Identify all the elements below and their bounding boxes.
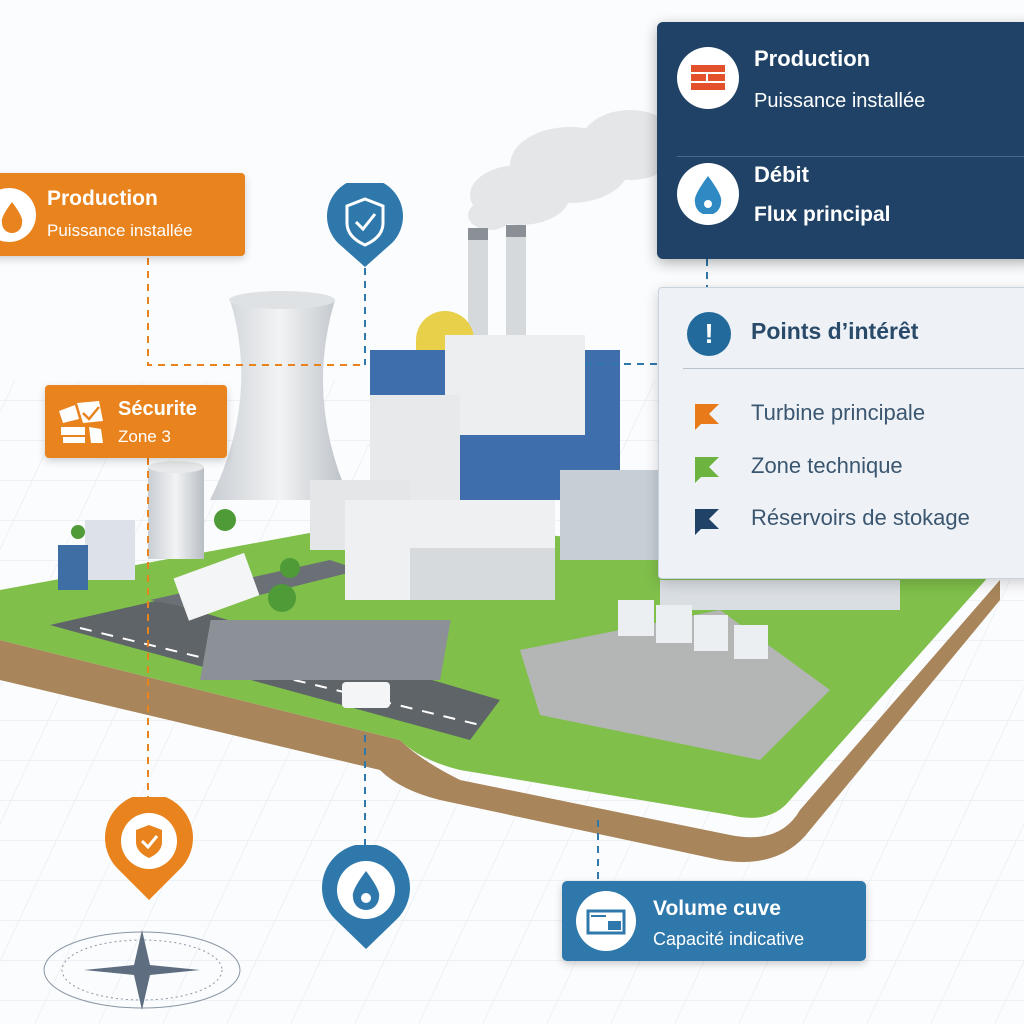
callout-subtitle: Puissance installée: [47, 221, 193, 240]
divider: [677, 156, 1024, 157]
chimney: [506, 225, 526, 345]
smoke: [468, 110, 680, 230]
chimney: [468, 228, 488, 348]
storage-tank: [148, 467, 204, 559]
callout-subtitle: Zone 3: [118, 427, 171, 446]
security-shield-pin[interactable]: [326, 183, 404, 269]
divider: [683, 368, 1024, 369]
shield-check-icon: [136, 825, 162, 858]
tank-gauge-icon: [576, 891, 636, 951]
alert-icon: !: [687, 312, 731, 356]
water-drop-pin[interactable]: [321, 845, 411, 951]
van: [342, 682, 390, 708]
callout-subtitle: Capacité indicative: [653, 929, 805, 949]
callout-title: Volume cuve: [653, 897, 781, 920]
poi-label: Réservoirs de stokage: [751, 505, 970, 530]
shield-check-icon: [345, 197, 385, 247]
metric-subtitle: Flux principal: [754, 203, 891, 226]
production-callout[interactable]: Production Puissance installée: [0, 173, 245, 256]
metric-production[interactable]: Production Puissance installée: [657, 22, 1024, 135]
volume-cuve-callout[interactable]: Volume cuve Capacité indicative: [562, 881, 866, 961]
poi-label: Turbine principale: [751, 400, 926, 425]
ground-soil: [0, 580, 1000, 862]
truck: [173, 552, 260, 621]
callout-title: Production: [47, 187, 158, 210]
water-drop-icon: [677, 163, 739, 225]
compass-rose-icon: [43, 930, 241, 1010]
water-drop-icon: [352, 871, 380, 910]
flag-icon: [695, 457, 719, 483]
metrics-panel: Production Puissance installée Débit Flu…: [657, 22, 1024, 259]
security-zone-icon: [59, 401, 103, 443]
metric-title: Production: [754, 46, 871, 71]
points-of-interest-panel: ! Points d’intérêt Turbine principale Zo…: [658, 287, 1024, 579]
poi-label: Zone technique: [751, 453, 903, 478]
flag-icon: [695, 404, 719, 430]
flag-icon: [695, 509, 719, 535]
grid-bars-icon: [677, 47, 739, 109]
security-check-pin[interactable]: [104, 797, 194, 902]
callout-title: Sécurite: [118, 398, 197, 420]
cooling-tower: [210, 300, 350, 500]
metric-subtitle: Puissance installée: [754, 90, 926, 112]
securite-callout[interactable]: Sécurite Zone 3: [45, 385, 227, 458]
water-drop-icon: [0, 188, 36, 242]
metric-debit[interactable]: Débit Flux principal: [657, 135, 1024, 248]
metric-title: Débit: [754, 162, 809, 187]
connector-line: [147, 258, 365, 366]
panel-title: Points d’intérêt: [751, 318, 919, 344]
